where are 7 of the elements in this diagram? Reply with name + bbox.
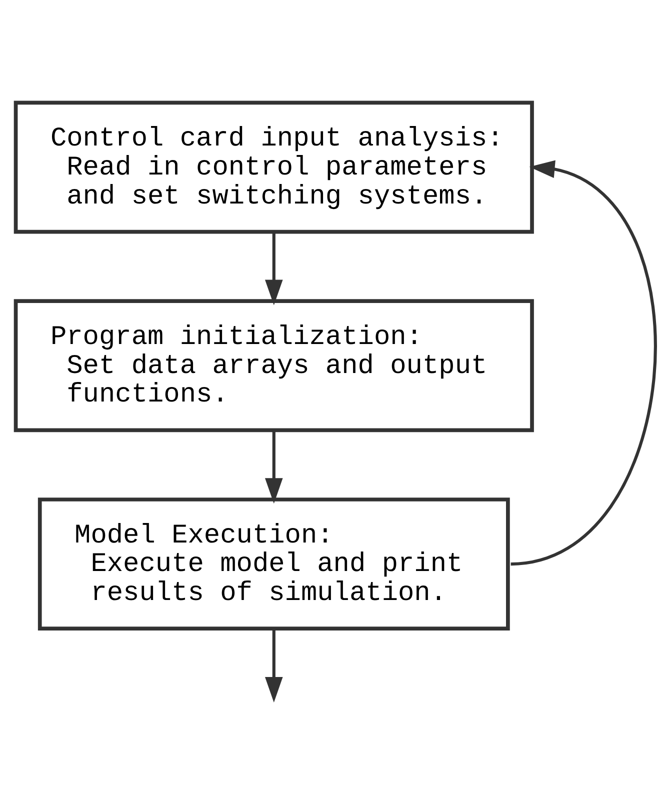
node-box: Program initialization: Set data arrays and output functions. [14, 298, 534, 432]
arrow [264, 231, 283, 305]
arrow [264, 430, 283, 504]
arrow [510, 160, 656, 566]
node-box: Model Execution: Execute model and print results of simulation. [38, 497, 510, 630]
arrow [264, 628, 283, 702]
node-box: Control card input analysis: Read in control parameters and set switching systems. [14, 100, 534, 234]
